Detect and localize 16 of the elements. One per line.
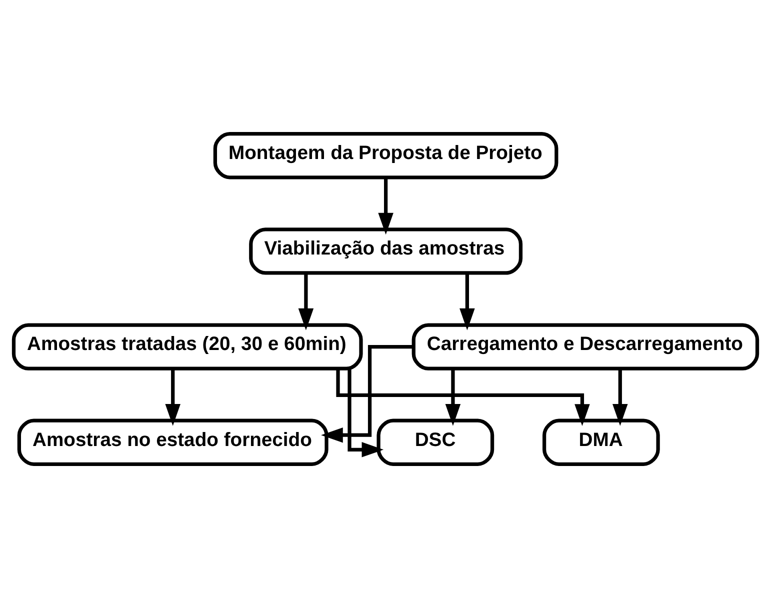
- node-box: Amostras no estado fornecido: [17, 418, 328, 466]
- arrow: [612, 368, 628, 426]
- arrow: [460, 273, 475, 330]
- node-box: Carregamento e Descarregamento: [412, 323, 760, 370]
- node-box: DMA: [542, 418, 660, 466]
- arrow: [445, 368, 461, 426]
- node-box: DSC: [376, 418, 494, 466]
- arrow: [378, 178, 394, 235]
- arrow: [336, 368, 590, 426]
- arrow: [298, 273, 314, 330]
- node-box: Amostras tratadas (20, 30 e 60min): [12, 323, 363, 370]
- arrow: [348, 368, 384, 458]
- arrow: [321, 344, 414, 443]
- arrow: [165, 368, 180, 426]
- node-box: Viabilização das amostras: [249, 228, 523, 275]
- node-box: Montagem da Proposta de Projeto: [213, 132, 558, 180]
